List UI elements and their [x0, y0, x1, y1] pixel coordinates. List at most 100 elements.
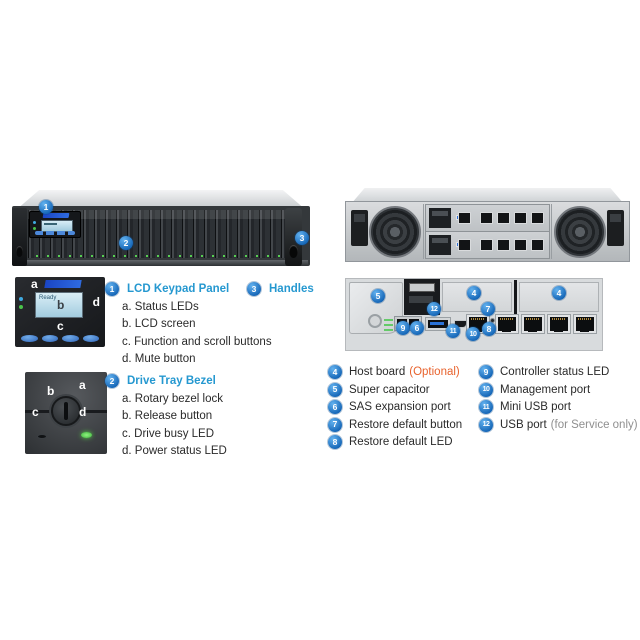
lcd-keypad-detail-photo: a Ready b d c: [15, 277, 105, 347]
status-led-icon: [33, 227, 36, 230]
callout-9-badge: 9: [479, 365, 493, 379]
drive-busy-led-icon: [37, 434, 47, 439]
callout-2-badge: 2: [119, 236, 133, 250]
controller-a: [425, 204, 550, 232]
callout-4-badge: 4: [328, 365, 342, 379]
legend-lcd-items: a. Status LEDs b. LCD screen c. Function…: [122, 299, 272, 368]
rear-legend-right: 9 Controller status LED 10 Management po…: [479, 365, 638, 432]
callout-3-badge: 3: [295, 231, 309, 245]
callout-2-badge: 2: [105, 374, 119, 388]
callout-6-badge: 6: [410, 321, 424, 335]
power-inlet: [351, 210, 368, 246]
legend-item-usb-port: 12 USB port(for Service only): [479, 417, 638, 432]
legend-item-restore-led: 8 Restore default LED: [328, 435, 462, 449]
label-c: c: [32, 405, 39, 419]
brand-logo: [44, 280, 82, 288]
right-handle: [285, 208, 302, 266]
callout-6-badge: 6: [328, 400, 342, 414]
legend-item-management-port: 10 Management port: [479, 382, 638, 397]
callout-3-badge: 3: [247, 282, 261, 296]
label-d: d: [92, 295, 100, 309]
legend-label: Super capacitor: [349, 383, 430, 396]
keypad-buttons-small: [35, 231, 75, 235]
bottom-rail: [14, 260, 308, 266]
cooling-fan: [369, 206, 421, 258]
ethernet-ports: [458, 239, 544, 251]
callout-8-badge: 8: [482, 322, 496, 336]
chassis-top-surface: [351, 188, 624, 204]
callout-8-badge: 8: [328, 435, 342, 449]
lcd-screen-text: Ready: [39, 295, 57, 301]
callout-12-badge: 12: [427, 302, 441, 316]
status-led-icon: [19, 297, 23, 301]
sas-module: [429, 208, 451, 228]
psu-right: [551, 204, 627, 259]
legend-item-restore-button: 7 Restore default button: [328, 417, 462, 432]
keypad-buttons: [21, 335, 99, 342]
legend-item: a. Rotary bezel lock: [122, 393, 223, 405]
label-c: c: [57, 319, 64, 333]
controller-stack: [425, 204, 550, 259]
power-status-led-icon: [81, 432, 92, 438]
callout-1-badge: 1: [105, 282, 119, 296]
callout-5-badge: 5: [328, 382, 342, 397]
sas-module: [429, 235, 451, 255]
front-view-photo: 1 2 3: [12, 190, 310, 266]
slot-divider: [514, 280, 517, 314]
legend-item: d. Power status LED: [122, 444, 227, 457]
legend-item: c. Drive busy LED: [122, 427, 215, 440]
legend-handles-heading: 3 Handles: [247, 282, 314, 296]
power-inlet: [607, 210, 624, 246]
callout-4-badge: 4: [552, 286, 566, 300]
optional-note: (Optional): [409, 366, 460, 378]
drive-led-strip: [28, 255, 286, 257]
legend-item-host-board: 4 Host board(Optional): [328, 365, 462, 379]
rear-legend-left: 4 Host board(Optional) 5 Super capacitor…: [328, 365, 462, 449]
legend-label: USB port(for Service only): [500, 418, 638, 431]
left-handle: [12, 208, 27, 266]
callout-1-badge: 1: [39, 200, 53, 214]
legend-item: b. LCD screen: [122, 318, 196, 331]
ethernet-ports: [458, 212, 544, 224]
legend-label: SAS expansion port: [349, 401, 451, 413]
host-ethernet-port: [521, 314, 545, 334]
legend-label: Controller status LED: [500, 366, 610, 378]
callout-12-badge: 12: [479, 417, 493, 432]
legend-lcd-heading: 1 LCD Keypad Panel: [105, 282, 229, 296]
legend-label: Restore default LED: [349, 436, 453, 448]
legend-item: a. Status LEDs: [122, 301, 199, 313]
host-ethernet-port: [547, 314, 571, 334]
chassis-top-surface: [16, 190, 306, 210]
legend-item-sas-expansion: 6 SAS expansion port: [328, 400, 462, 414]
rear-face: [345, 201, 630, 262]
callout-11-badge: 11: [446, 324, 460, 338]
psu-left: [348, 204, 424, 259]
legend-label: Management port: [500, 383, 591, 396]
lcd-screen: Ready b: [35, 292, 83, 318]
legend-item: c. Function and scroll buttons: [122, 335, 272, 348]
label-b: b: [47, 384, 55, 398]
legend-label: Host board(Optional): [349, 366, 460, 378]
controller-b: [425, 232, 550, 259]
label-a: a: [79, 378, 86, 392]
controller-status-leds-icon: [384, 319, 393, 332]
legend-item: b. Release button: [122, 410, 213, 423]
label-b: b: [57, 298, 65, 312]
service-note: (for Service only): [550, 418, 638, 431]
legend-item: d. Mute button: [122, 352, 196, 365]
label-a: a: [31, 277, 38, 291]
legend-label: Mini USB port: [500, 401, 571, 413]
cooling-fan: [554, 206, 606, 258]
rear-controller-detail-photo: 5 4 4 12 7 9 6 11 10 8: [345, 278, 603, 351]
callout-4-badge: 4: [467, 286, 481, 300]
legend-tray-heading: 2 Drive Tray Bezel: [105, 374, 216, 388]
legend-lcd-title: LCD Keypad Panel: [127, 283, 230, 295]
legend-tray-title: Drive Tray Bezel: [127, 375, 216, 387]
legend-item-controller-led: 9 Controller status LED: [479, 365, 638, 379]
legend-tray-items: a. Rotary bezel lock b. Release button c…: [122, 391, 227, 460]
drive-tray-bezel-photo: a b c d: [25, 372, 107, 454]
rotary-lock-icon: [51, 396, 81, 426]
callout-9-badge: 9: [396, 321, 410, 335]
callout-11-badge: 11: [479, 400, 493, 414]
